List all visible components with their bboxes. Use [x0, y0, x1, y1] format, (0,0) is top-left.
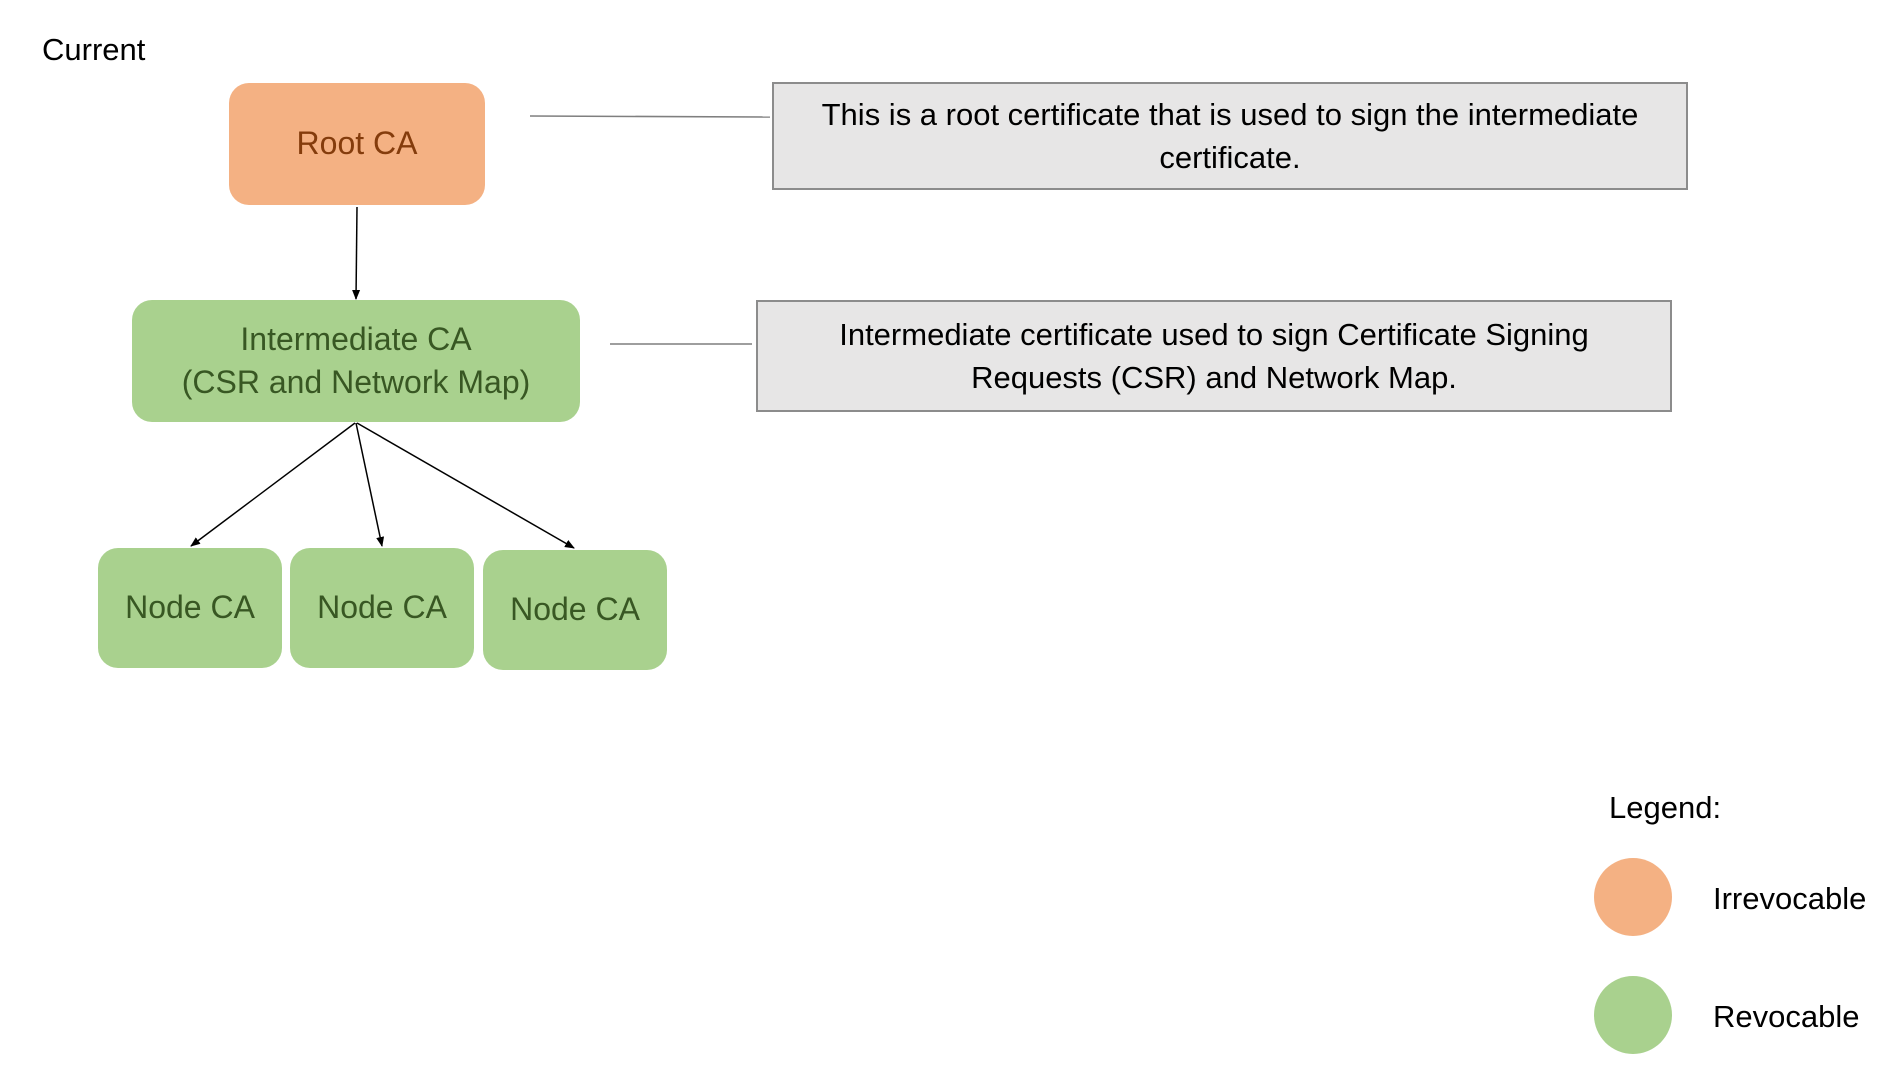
intermediate-ca-label: Intermediate CA: [240, 320, 472, 357]
root-ca-callout-text: This is a root certificate that is used …: [821, 96, 1639, 175]
legend-label-irrevocable: Irrevocable: [1713, 881, 1867, 916]
legend-title: Legend:: [1609, 790, 1722, 825]
diagram-title: Current: [42, 32, 146, 67]
arrow-intermediate-to-node-ca-3: [356, 422, 575, 549]
node-ca-2-label: Node CA: [317, 589, 447, 626]
node-ca-3-label: Node CA: [510, 591, 640, 628]
root-ca-callout: This is a root certificate that is used …: [772, 82, 1688, 190]
node-ca-2: Node CA: [290, 548, 474, 668]
node-ca-1-label: Node CA: [125, 589, 255, 626]
arrow-root-to-intermediate: [352, 206, 361, 300]
intermediate-ca-sublabel: (CSR and Network Map): [181, 364, 531, 400]
root-ca-label: Root CA: [296, 125, 418, 162]
root-ca-node: Root CA: [229, 83, 485, 205]
intermediate-ca-node: Intermediate CA (CSR and Network Map): [132, 300, 580, 422]
node-ca-1: Node CA: [98, 548, 282, 668]
leader-line-root: [529, 115, 771, 118]
intermediate-ca-callout: Intermediate certificate used to sign Ce…: [756, 300, 1672, 412]
intermediate-ca-callout-text: Intermediate certificate used to sign Ce…: [839, 316, 1589, 395]
legend-swatch-irrevocable: [1594, 858, 1672, 936]
node-ca-3: Node CA: [483, 550, 667, 670]
arrow-intermediate-to-node-ca-2: [355, 422, 385, 547]
arrow-intermediate-to-node-ca-1: [190, 422, 356, 547]
legend-swatch-revocable: [1594, 976, 1672, 1054]
legend-label-revocable: Revocable: [1713, 999, 1860, 1034]
